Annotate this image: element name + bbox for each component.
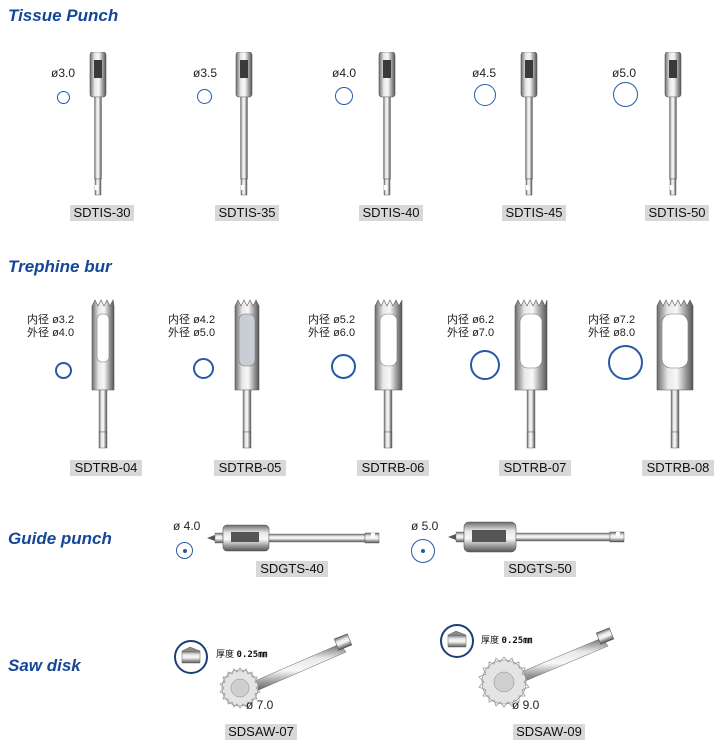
diameter-circle-icon bbox=[331, 354, 356, 379]
saw-disk-diameter: ø 7.0 bbox=[246, 698, 274, 712]
product-code: SDTIS-30 bbox=[70, 205, 134, 221]
edge-detail-icon bbox=[174, 640, 208, 674]
product-code: SDGTS-50 bbox=[504, 561, 576, 577]
product-code: SDTIS-35 bbox=[215, 205, 279, 221]
saw-disk-icon bbox=[478, 627, 615, 708]
product-code: SDTRB-08 bbox=[642, 460, 714, 476]
trephine-bur-icon bbox=[374, 299, 403, 449]
guide-punch-diameter: ø 4.0 bbox=[173, 519, 201, 533]
diameter-circle-icon bbox=[474, 84, 496, 106]
diameter-circle-icon bbox=[608, 345, 643, 380]
tissue-punch-diameter: ø4.5 bbox=[472, 66, 497, 80]
product-code: SDTIS-40 bbox=[359, 205, 423, 221]
tissue-punch-icon bbox=[664, 52, 682, 196]
product-code: SDTIS-50 bbox=[645, 205, 709, 221]
trephine-inner-diameter: 内径 ø5.2 bbox=[308, 314, 356, 326]
product-code: SDSAW-09 bbox=[513, 724, 585, 740]
trephine-bur-title: Trephine bur bbox=[8, 257, 112, 276]
trephine-inner-diameter: 内径 ø4.2 bbox=[168, 314, 216, 326]
trephine-bur-icon bbox=[656, 299, 694, 449]
guide-punch-icon bbox=[207, 524, 380, 552]
trephine-bur-icon bbox=[91, 299, 115, 449]
tissue-punch-icon bbox=[89, 52, 107, 196]
product-code: SDTIS-45 bbox=[502, 205, 566, 221]
trephine-outer-diameter: 外径 ø8.0 bbox=[588, 327, 636, 339]
diameter-circle-icon bbox=[57, 91, 70, 104]
trephine-inner-diameter: 内径 ø3.2 bbox=[27, 314, 75, 326]
thickness-label: 厚度 0.25㎜ bbox=[216, 649, 268, 660]
diameter-circle-icon bbox=[411, 539, 435, 563]
product-code: SDTRB-04 bbox=[70, 460, 142, 476]
tissue-punch-title: Tissue Punch bbox=[8, 6, 119, 25]
diameter-circle-icon bbox=[176, 542, 193, 559]
trephine-inner-diameter: 内径 ø7.2 bbox=[588, 314, 636, 326]
center-dot-icon bbox=[182, 548, 187, 553]
tissue-punch-icon bbox=[235, 52, 253, 196]
trephine-inner-diameter: 内径 ø6.2 bbox=[447, 314, 495, 326]
product-code: SDSAW-07 bbox=[225, 724, 297, 740]
diameter-circle-icon bbox=[197, 89, 212, 104]
product-code: SDTRB-07 bbox=[499, 460, 571, 476]
guide-punch-title: Guide punch bbox=[8, 529, 112, 548]
tissue-punch-diameter: ø3.5 bbox=[193, 66, 218, 80]
tissue-punch-diameter: ø4.0 bbox=[332, 66, 357, 80]
saw-disk-diameter: ø 9.0 bbox=[512, 698, 540, 712]
saw-disk-icon bbox=[219, 633, 353, 709]
diameter-circle-icon bbox=[55, 362, 72, 379]
guide-punch-icon bbox=[448, 521, 625, 553]
trephine-outer-diameter: 外径 ø7.0 bbox=[447, 327, 495, 339]
trephine-outer-diameter: 外径 ø5.0 bbox=[168, 327, 216, 339]
edge-detail-icon bbox=[440, 624, 474, 658]
trephine-outer-diameter: 外径 ø6.0 bbox=[308, 327, 356, 339]
trephine-bur-icon bbox=[514, 299, 548, 449]
blade-edge-icon bbox=[181, 646, 201, 664]
trephine-outer-diameter: 外径 ø4.0 bbox=[27, 327, 75, 339]
tissue-punch-icon bbox=[520, 52, 538, 196]
diameter-circle-icon bbox=[470, 350, 500, 380]
diameter-circle-icon bbox=[613, 82, 638, 107]
product-code: SDTRB-05 bbox=[214, 460, 286, 476]
center-dot-icon bbox=[421, 549, 425, 553]
tissue-punch-diameter: ø3.0 bbox=[51, 66, 76, 80]
product-code: SDTRB-06 bbox=[357, 460, 429, 476]
tissue-punch-diameter: ø5.0 bbox=[612, 66, 637, 80]
saw-disk-title: Saw disk bbox=[8, 656, 81, 675]
tissue-punch-icon bbox=[378, 52, 396, 196]
trephine-bur-icon bbox=[234, 299, 260, 449]
product-code: SDGTS-40 bbox=[256, 561, 328, 577]
diameter-circle-icon bbox=[193, 358, 214, 379]
guide-punch-diameter: ø 5.0 bbox=[411, 519, 439, 533]
thickness-label: 厚度 0.25㎜ bbox=[481, 635, 533, 646]
blade-edge-icon bbox=[447, 630, 467, 648]
diameter-circle-icon bbox=[335, 87, 353, 105]
